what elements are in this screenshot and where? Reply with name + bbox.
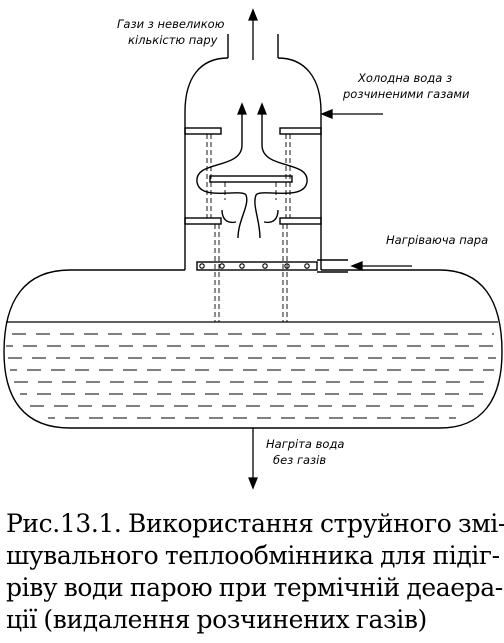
water-level xyxy=(6,321,498,419)
caption-line: ріву води парою при термічній деаера- xyxy=(6,573,503,602)
tray-left-bottom xyxy=(184,217,222,225)
tray-left-top xyxy=(184,127,222,135)
label-heating-steam: Нагріваюча пара xyxy=(386,233,488,247)
steam-flow-right xyxy=(254,110,308,239)
flow-inner-right xyxy=(263,209,279,224)
flow-inner-left xyxy=(221,209,237,224)
tray-right-bottom xyxy=(279,217,322,225)
column-shell xyxy=(184,57,322,270)
tray-right-top xyxy=(279,127,322,135)
steam-distributor xyxy=(196,261,318,271)
water-jets xyxy=(206,134,291,322)
distributor-holes xyxy=(199,263,310,269)
flow-arrows xyxy=(237,8,412,490)
caption-line: шувального теплообмінника для підіг- xyxy=(6,541,500,570)
caption-line: Рис.13.1. Використання струйного змі- xyxy=(6,509,504,538)
gas-outlet-pipe xyxy=(227,34,279,58)
label-heated-water: Нагріта вода без газів xyxy=(266,437,348,467)
figure-caption: Рис.13.1. Використання струйного змі- шу… xyxy=(6,508,504,636)
label-cold-water: Холодна вода з розчиненими газами xyxy=(342,71,470,101)
deaerator-diagram: Гази з невеликою кількістю пару Холодна … xyxy=(3,8,503,490)
label-gas-outlet: Гази з невеликою кількістю пару xyxy=(117,17,228,47)
steam-inlet-pipe xyxy=(317,259,348,273)
steam-arrow-left xyxy=(237,102,247,115)
steam-flow-left xyxy=(196,110,248,239)
storage-tank xyxy=(3,269,503,429)
caption-line: ції (видалення розчинених газів) xyxy=(6,605,427,634)
steam-arrow-right xyxy=(257,102,267,115)
tray-middle xyxy=(209,175,293,183)
